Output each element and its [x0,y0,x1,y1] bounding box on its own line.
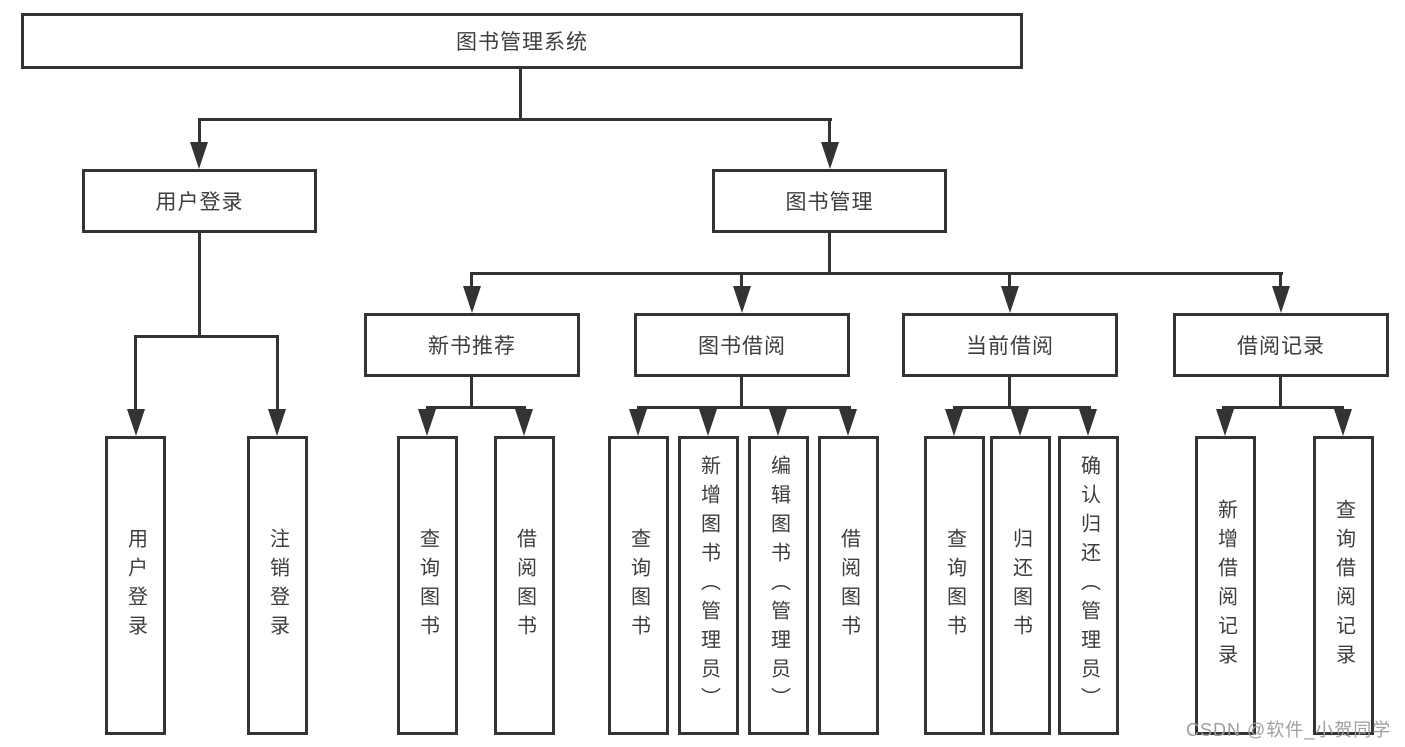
node-label: 图书管理 [785,191,874,214]
connector-line [1279,376,1282,406]
leaf-query-books-current: 查询图书 [924,436,985,735]
arrowhead-down-icon [1334,409,1352,436]
leaf-logout: 注销登录 [247,436,308,735]
leaf-query-borrow-record: 查询借阅记录 [1313,436,1374,735]
leaf-query-books-borrowing: 查询图书 [608,436,669,735]
connector-line [470,272,473,290]
node-borrowing-records: 借阅记录 [1173,313,1389,377]
connector-line [1279,272,1282,290]
node-book-borrowing: 图书借阅 [634,313,850,377]
connector-line [470,272,1283,275]
leaf-borrow-books: 借阅图书 [818,436,879,735]
node-new-book-recommendation: 新书推荐 [364,313,580,377]
arrowhead-down-icon [629,409,647,436]
arrowhead-down-icon [1011,409,1029,436]
node-label: 归还图书 [1009,527,1032,644]
leaf-return-books: 归还图书 [990,436,1051,735]
node-label: 借阅图书 [513,527,536,644]
arrowhead-down-icon [1001,286,1019,313]
arrowhead-down-icon [1079,409,1097,436]
arrowhead-down-icon [699,409,717,436]
node-label: 用户登录 [124,527,147,644]
node-label: 图书管理系统 [456,31,588,54]
arrowhead-down-icon [127,409,145,436]
node-label: 借阅图书 [837,527,860,644]
node-label: 当前借阅 [966,335,1054,358]
connector-line [134,335,137,411]
leaf-user-login: 用户登录 [105,436,166,735]
connector-line [519,69,522,118]
connector-line [953,406,1091,409]
arrowhead-down-icon [190,142,208,169]
leaf-confirm-return-admin: 确认归还（管理员） [1058,436,1119,735]
node-user-login: 用户登录 [82,169,317,233]
leaf-add-borrow-record: 新增借阅记录 [1195,436,1256,735]
connector-line [276,335,279,411]
node-label: 注销登录 [266,527,289,644]
leaf-add-books-admin: 新增图书（管理员） [678,436,739,735]
leaf-edit-books-admin: 编辑图书（管理员） [748,436,809,735]
connector-line [426,406,526,409]
arrowhead-down-icon [463,286,481,313]
connector-line [740,376,743,406]
leaf-query-books-recommend: 查询图书 [397,436,458,735]
node-label: 新增借阅记录 [1214,498,1237,673]
node-label: 图书借阅 [698,335,786,358]
leaf-borrow-books-recommend: 借阅图书 [494,436,555,735]
connector-line [470,376,473,406]
connector-line [828,232,831,272]
node-book-management: 图书管理 [712,169,947,233]
csdn-watermark: CSDN @软件_小贺同学 [1186,720,1392,740]
arrowhead-down-icon [945,409,963,436]
arrowhead-down-icon [733,286,751,313]
connector-line [198,118,201,145]
node-label: 编辑图书（管理员） [767,455,790,716]
node-label: 新书推荐 [428,335,516,358]
arrowhead-down-icon [1216,409,1234,436]
arrowhead-down-icon [839,409,857,436]
connector-line [1222,406,1344,409]
arrowhead-down-icon [418,409,436,436]
connector-line [198,118,832,121]
arrowhead-down-icon [515,409,533,436]
connector-line [134,335,279,338]
arrowhead-down-icon [769,409,787,436]
connector-line [198,232,201,335]
node-label: 查询借阅记录 [1332,498,1355,673]
node-label: 查询图书 [627,527,650,644]
node-label: 借阅记录 [1237,335,1325,358]
connector-line [637,406,851,409]
connector-line [828,118,831,145]
connector-line [1008,272,1011,290]
connector-line [1008,376,1011,406]
arrowhead-down-icon [268,409,286,436]
node-current-borrowing: 当前借阅 [902,313,1118,377]
arrowhead-down-icon [1272,286,1290,313]
node-label: 新增图书（管理员） [697,455,720,716]
node-label: 用户登录 [155,191,244,214]
node-label: 查询图书 [943,527,966,644]
connector-line [740,272,743,290]
node-label: 查询图书 [416,527,439,644]
node-label: 确认归还（管理员） [1077,455,1100,716]
arrowhead-down-icon [821,142,839,169]
node-library-management-system: 图书管理系统 [21,13,1023,69]
